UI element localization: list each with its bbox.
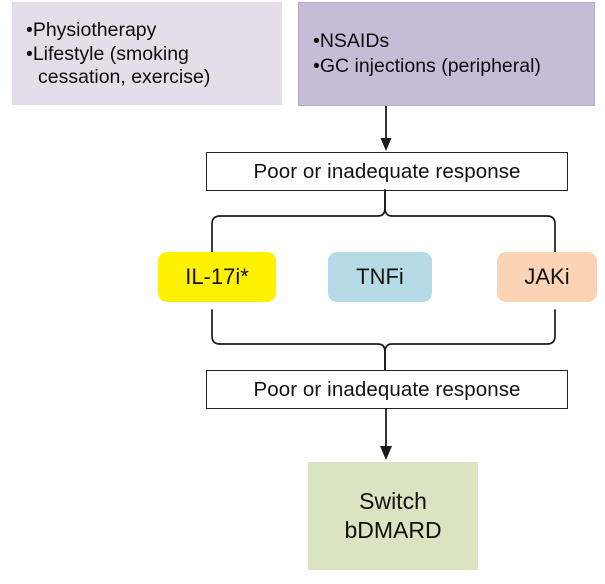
response-step-2-label: Poor or inadequate response [253,377,521,401]
first-line-management-panel: •Physiotherapy •Lifestyle (smoking cessa… [12,2,282,105]
bullet-item-label: Lifestyle (smoking cessation, exercise) [32,43,211,88]
treatment-option-tnfi[interactable]: TNFi [328,252,432,302]
bullet-item-physiotherapy: •Physiotherapy [26,19,272,42]
bracket-split-to-options [206,189,568,254]
bullet-item-label: Physiotherapy [32,18,157,41]
outcome-switch-bdmard-box: Switch bDMARD [308,462,478,570]
outcome-label-line2: bDMARD [344,517,442,543]
arrow-response-2-to-outcome [360,408,412,464]
bracket-merge-from-options [206,302,568,372]
bullet-item-lifestyle: •Lifestyle (smoking cessation, exercise) [26,43,272,88]
response-step-1-box: Poor or inadequate response [206,152,568,191]
bullet-dot-icon: • [26,18,33,41]
bullet-dot-icon: • [26,43,33,66]
arrow-panel-to-response-1 [360,106,412,152]
response-step-1-label: Poor or inadequate response [253,159,521,183]
bullet-dot-icon: • [313,30,320,53]
treatment-option-label: IL-17i* [185,264,249,289]
pharmacologic-treatment-panel: •NSAIDs •GC injections (peripheral) [298,2,595,106]
bullet-item-gc-injections: •GC injections (peripheral) [313,55,584,78]
bullet-item-nsaids: •NSAIDs [313,30,584,53]
treatment-option-label: JAKi [524,264,570,289]
response-step-2-box: Poor or inadequate response [206,370,568,409]
bullet-item-label: GC injections (peripheral) [319,55,541,77]
outcome-label-line1: Switch [359,487,427,514]
treatment-option-il17i[interactable]: IL-17i* [158,252,276,302]
treatment-option-jaki[interactable]: JAKi [497,252,597,302]
bullet-dot-icon: • [313,55,320,77]
treatment-option-label: TNFi [356,264,404,289]
bullet-item-label: NSAIDs [319,30,390,53]
